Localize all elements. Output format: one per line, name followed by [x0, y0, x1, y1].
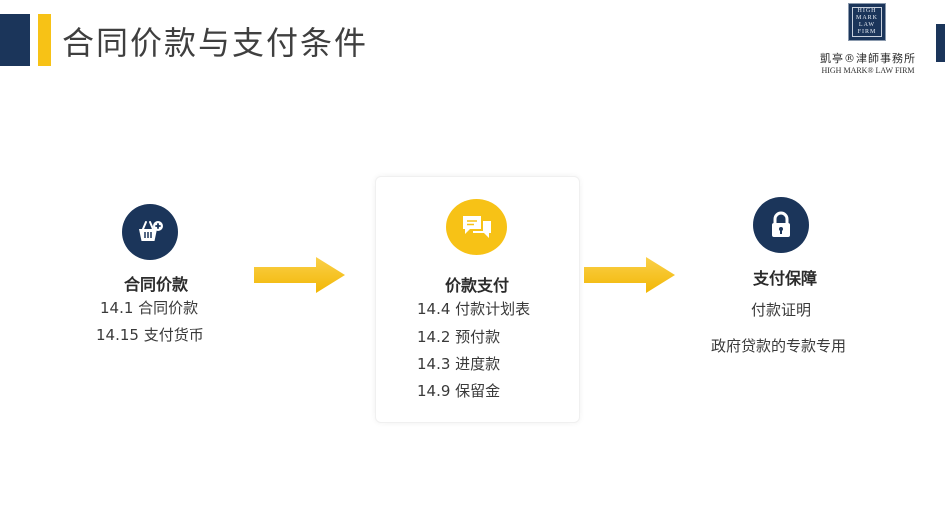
- page-title: 合同价款与支付条件: [62, 24, 369, 62]
- right-arrow-icon: [254, 257, 345, 293]
- right-decor-bar: [936, 24, 945, 62]
- logo-emblem-text: HIGH MARK LAW FIRM: [855, 8, 878, 35]
- title-accent-bar: [38, 14, 51, 66]
- list-item: 14.15 支付货币: [96, 326, 204, 344]
- list-item: 14.9 保留金: [417, 382, 501, 400]
- payment-card: [375, 176, 580, 423]
- right-arrow-icon: [584, 257, 675, 293]
- left-decor-bar: [0, 14, 30, 66]
- column-heading-contract-price: 合同价款: [123, 275, 188, 294]
- list-item: 政府贷款的专款专用: [711, 337, 847, 355]
- column-heading-payment: 价款支付: [444, 276, 509, 295]
- logo-english-name: HIGH MARK® LAW FIRM: [821, 66, 915, 75]
- list-item: 14.1 合同价款: [100, 299, 199, 317]
- chat-bubbles-icon: [446, 199, 507, 255]
- basket-add-icon: [122, 204, 178, 260]
- lock-icon: [753, 197, 809, 253]
- list-item: 14.4 付款计划表: [417, 300, 531, 318]
- column-heading-payment-guarantee: 支付保障: [752, 269, 817, 288]
- logo-emblem: HIGH MARK LAW FIRM: [848, 3, 886, 41]
- list-item: 付款证明: [751, 301, 812, 319]
- list-item: 14.3 进度款: [417, 355, 501, 373]
- list-item: 14.2 预付款: [417, 328, 501, 346]
- firm-logo: HIGH MARK LAW FIRM 凱亭®津師事務所 HIGH MARK® L…: [812, 3, 924, 77]
- logo-chinese-name: 凱亭®津師事務所: [820, 52, 916, 65]
